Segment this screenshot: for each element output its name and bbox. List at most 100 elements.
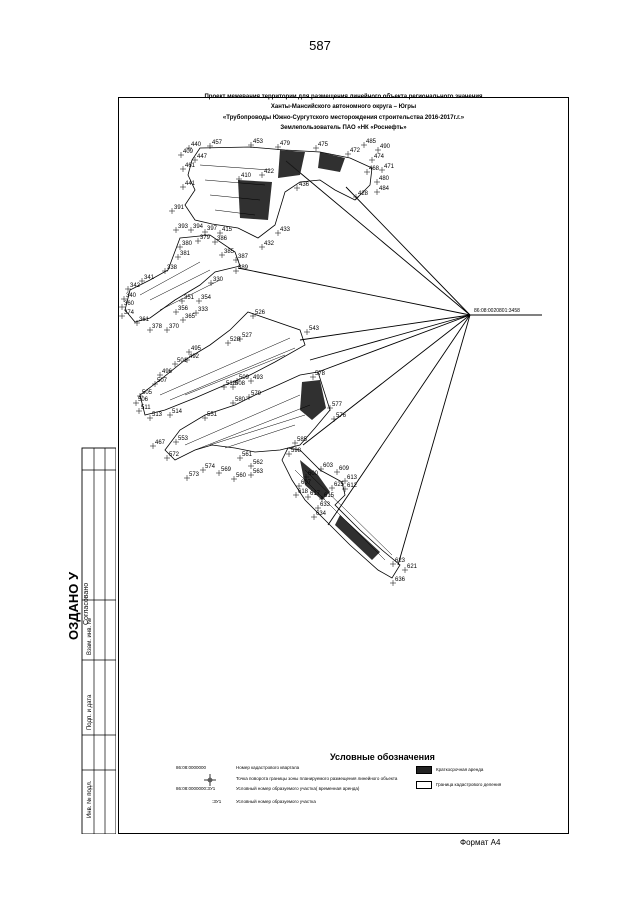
stamp-row-1: Взам. инв. № bbox=[86, 618, 93, 655]
turning-point-label: 467 bbox=[155, 440, 166, 446]
turning-point: 613 bbox=[342, 475, 358, 484]
turning-point-label: 433 bbox=[280, 227, 291, 233]
turning-point: 607 bbox=[296, 480, 312, 489]
turning-point: 636 bbox=[390, 577, 406, 586]
turning-point-label: 342 bbox=[130, 283, 141, 289]
turning-point-label: 577 bbox=[332, 402, 343, 408]
turning-point-label: 415 bbox=[222, 227, 233, 233]
turning-point-label: 378 bbox=[152, 324, 163, 330]
turning-point-label: 447 bbox=[197, 154, 208, 160]
turning-point: 577 bbox=[327, 402, 343, 411]
turning-point-label: 338 bbox=[167, 265, 178, 271]
network-line bbox=[345, 186, 471, 316]
turning-point: 580 bbox=[230, 397, 246, 406]
turning-point-label: 340 bbox=[126, 293, 137, 299]
turning-point-label: 509 bbox=[239, 375, 250, 381]
turning-point: 496 bbox=[157, 369, 173, 378]
drawing-frame bbox=[118, 97, 569, 834]
turning-point-label: 506 bbox=[138, 397, 149, 403]
turning-point: 378 bbox=[147, 324, 163, 333]
turning-point: 333 bbox=[193, 307, 209, 316]
turning-point: 457 bbox=[207, 140, 223, 149]
turning-point: 441 bbox=[180, 181, 196, 190]
turning-point-label: 457 bbox=[212, 140, 223, 146]
turning-point: 501 bbox=[172, 358, 188, 367]
turning-point: 508 bbox=[230, 381, 246, 390]
legend-sample-0: 86:08:0000000 bbox=[176, 765, 207, 770]
turning-point: 507 bbox=[152, 378, 168, 387]
turning-point-label: 485 bbox=[366, 139, 377, 145]
turning-point-label: 505 bbox=[142, 390, 153, 396]
turning-point-label: 374 bbox=[124, 310, 135, 316]
side-stamp: ОЗДАНО У Согласовано Взам. инв. № Подп. … bbox=[66, 447, 116, 834]
turning-point: 562 bbox=[248, 460, 264, 469]
turning-point-label: 633 bbox=[320, 502, 331, 508]
parcel-label: 86:08:0020801:3458 bbox=[474, 308, 520, 314]
network-line bbox=[317, 314, 471, 373]
turning-point-label: 612 bbox=[347, 483, 358, 489]
turning-point: 387 bbox=[233, 254, 249, 263]
turning-point-label: 553 bbox=[178, 436, 189, 442]
turning-point-label: 453 bbox=[253, 139, 264, 145]
turning-point: 432 bbox=[259, 241, 275, 250]
turning-point-label: 507 bbox=[157, 378, 168, 384]
turning-point: 572 bbox=[164, 452, 180, 461]
turning-point-label: 484 bbox=[379, 186, 390, 192]
turning-point-label: 573 bbox=[189, 472, 200, 478]
parcel-mid-outline bbox=[139, 311, 306, 416]
fill-block-6 bbox=[335, 515, 380, 560]
parcel-southeast-corridor bbox=[281, 447, 401, 579]
turning-point-label: 623 bbox=[395, 558, 406, 564]
turning-point-label: 379 bbox=[200, 235, 211, 241]
turning-point: 495 bbox=[186, 346, 202, 355]
turning-point: 351 bbox=[179, 295, 195, 304]
turning-point: 603 bbox=[318, 463, 334, 472]
turning-point: 385 bbox=[219, 249, 235, 258]
hatch-north bbox=[199, 164, 271, 216]
turning-point-label: 613 bbox=[347, 475, 358, 481]
turning-point-label: 493 bbox=[253, 375, 264, 381]
turning-point-label: 380 bbox=[182, 241, 193, 247]
turning-point-label: 428 bbox=[358, 191, 369, 197]
fill-block-3 bbox=[318, 152, 345, 172]
turning-point-label: 475 bbox=[318, 142, 329, 148]
turning-point-label: 528 bbox=[230, 337, 241, 343]
turning-point: 623 bbox=[390, 558, 406, 567]
turning-point-label: 526 bbox=[255, 310, 266, 316]
fill-block-4 bbox=[300, 380, 326, 420]
turning-point-label: 518 bbox=[226, 381, 237, 387]
turning-point-label: 393 bbox=[178, 224, 189, 230]
turning-point-label: 351 bbox=[184, 295, 195, 301]
turning-point-label: 495 bbox=[191, 346, 202, 352]
network-line bbox=[237, 267, 471, 316]
turning-point: 354 bbox=[196, 295, 212, 304]
fill-block-1 bbox=[278, 150, 305, 178]
turning-point-label: 410 bbox=[241, 173, 252, 179]
turning-point-label: 561 bbox=[242, 452, 253, 458]
turning-point: 409 bbox=[178, 149, 194, 158]
turning-point: 472 bbox=[345, 148, 361, 157]
network-line bbox=[299, 314, 471, 341]
format-label: Формат А4 bbox=[460, 838, 501, 847]
turning-point-label: 508 bbox=[235, 381, 246, 387]
turning-point: 440 bbox=[186, 142, 202, 151]
turning-point-label: 574 bbox=[205, 464, 216, 470]
turning-point: 560 bbox=[231, 473, 247, 482]
turning-point: 528 bbox=[225, 337, 241, 346]
title-line-3: «Трубопроводы Южно-Сургутского месторожд… bbox=[222, 115, 465, 121]
turning-point: 518 bbox=[221, 381, 237, 390]
turning-point: 461 bbox=[180, 163, 196, 172]
network-line bbox=[327, 314, 471, 526]
turning-point: 474 bbox=[369, 154, 385, 163]
turning-point: 618 bbox=[293, 489, 309, 498]
network-line bbox=[285, 160, 471, 316]
turning-point: 490 bbox=[375, 144, 391, 153]
turning-point: 447 bbox=[192, 154, 208, 163]
turning-point: 415 bbox=[217, 227, 233, 236]
turning-point: 480 bbox=[374, 176, 390, 185]
turning-point-label: 572 bbox=[169, 452, 180, 458]
turning-point-label: 387 bbox=[238, 254, 249, 260]
turning-point-label: 391 bbox=[174, 205, 185, 211]
turning-point-label: 563 bbox=[253, 469, 264, 475]
hatch-west bbox=[139, 261, 221, 311]
